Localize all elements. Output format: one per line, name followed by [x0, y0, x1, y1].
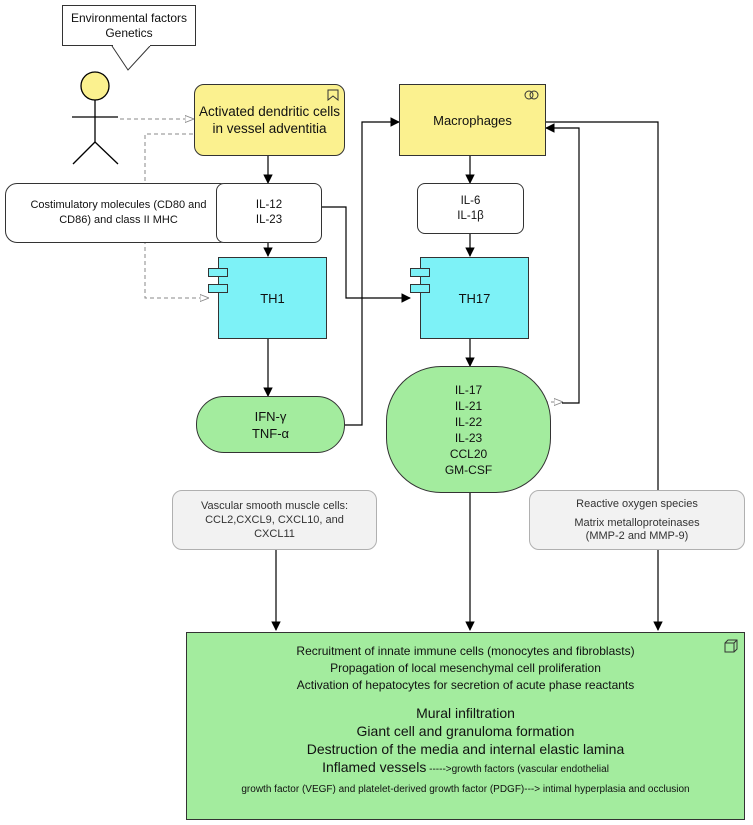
- il17-line-1: IL-17: [454, 382, 483, 397]
- ros-line-4: (MMP-2 and MMP-9): [585, 529, 689, 542]
- macrophages-label: Macrophages: [433, 112, 512, 128]
- component-icon: [410, 284, 430, 293]
- component-icon: [208, 268, 228, 277]
- outcome-large-3: Destruction of the media and internal el…: [306, 741, 625, 757]
- th1-label: TH1: [260, 290, 285, 306]
- th17-label: TH17: [458, 290, 491, 306]
- outcome-inflamed-main: Inflamed vessels: [322, 759, 427, 775]
- vsmc-line-1: Vascular smooth muscle cells:: [200, 500, 349, 512]
- il12-line-1: IL-12: [255, 199, 283, 211]
- vsmc-line-3: CXCL11: [254, 528, 295, 540]
- bookmark-icon: [327, 89, 339, 101]
- dendritic-line-2: in vessel adventitia: [212, 121, 327, 136]
- costim-line-2: CD86) and class II MHC: [59, 214, 178, 226]
- ros-line-1: Reactive oxygen species: [576, 497, 698, 510]
- vsmc-line-2: CCL2,CXCL9, CXCL10, and: [205, 514, 344, 526]
- il17-line-6: GM-CSF: [444, 462, 493, 477]
- callout-environment: Environmental factors Genetics: [62, 5, 196, 46]
- outcome-last-line: growth factor (VEGF) and platelet-derive…: [241, 784, 690, 795]
- reactive-oxygen-note: Reactive oxygen species Matrix metallopr…: [529, 490, 745, 550]
- il17-line-2: IL-21: [454, 398, 483, 413]
- vascular-smooth-muscle-note: Vascular smooth muscle cells: CCL2,CXCL9…: [172, 490, 377, 550]
- dendritic-cells-node: Activated dendritic cells in vessel adve…: [194, 84, 345, 156]
- ros-line-3: Matrix metalloproteinases: [574, 516, 700, 529]
- outcome-small-2: Propagation of local mesenchymal cell pr…: [330, 661, 601, 675]
- outcome-inflamed-line: Inflamed vessels ----->growth factors (v…: [322, 758, 609, 779]
- node-cube-icon: [724, 639, 738, 653]
- ifn-line-2: TNF-α: [251, 425, 290, 441]
- callout-line-1: Environmental factors: [70, 11, 188, 25]
- component-icon: [410, 268, 430, 277]
- il6-line-2: IL-1β: [457, 209, 484, 222]
- component-icon: [208, 284, 228, 293]
- il17-cytokines-node: IL-17 IL-21 IL-22 IL-23 CCL20 GM-CSF: [386, 366, 551, 493]
- macrophages-node: Macrophages: [399, 84, 546, 156]
- il6-il1b-node: IL-6 IL-1β: [417, 183, 524, 234]
- outcome-large-1: Mural infiltration: [416, 705, 515, 721]
- stick-figure-icon: [72, 71, 119, 165]
- dendritic-line-1: Activated dendritic cells: [198, 104, 341, 119]
- il17-line-3: IL-22: [454, 414, 483, 429]
- il12-line-2: IL-23: [255, 214, 283, 226]
- outcome-small-3: Activation of hepatocytes for secretion …: [296, 678, 635, 692]
- outcome-node: Recruitment of innate immune cells (mono…: [186, 632, 745, 820]
- il12-il23-node: IL-12 IL-23: [216, 183, 322, 243]
- callout-line-2: Genetics: [105, 26, 153, 40]
- ifn-line-1: IFN-γ: [254, 408, 287, 424]
- costim-line-1: Costimulatory molecules (CD80 and: [30, 199, 207, 211]
- interaction-circles-icon: [524, 90, 539, 100]
- th1-node: TH1: [218, 257, 327, 339]
- outcome-large-2: Giant cell and granuloma formation: [356, 723, 575, 739]
- costimulatory-note: Costimulatory molecules (CD80 and CD86) …: [5, 183, 232, 243]
- il6-line-1: IL-6: [460, 194, 481, 207]
- outcome-small-1: Recruitment of innate immune cells (mono…: [296, 644, 635, 658]
- th17-node: TH17: [420, 257, 529, 339]
- il17-line-4: IL-23: [454, 430, 483, 445]
- ifn-tnf-node: IFN-γ TNF-α: [196, 396, 345, 453]
- il17-line-5: CCL20: [449, 446, 488, 461]
- outcome-inflamed-tail: ----->growth factors (vascular endotheli…: [426, 764, 609, 775]
